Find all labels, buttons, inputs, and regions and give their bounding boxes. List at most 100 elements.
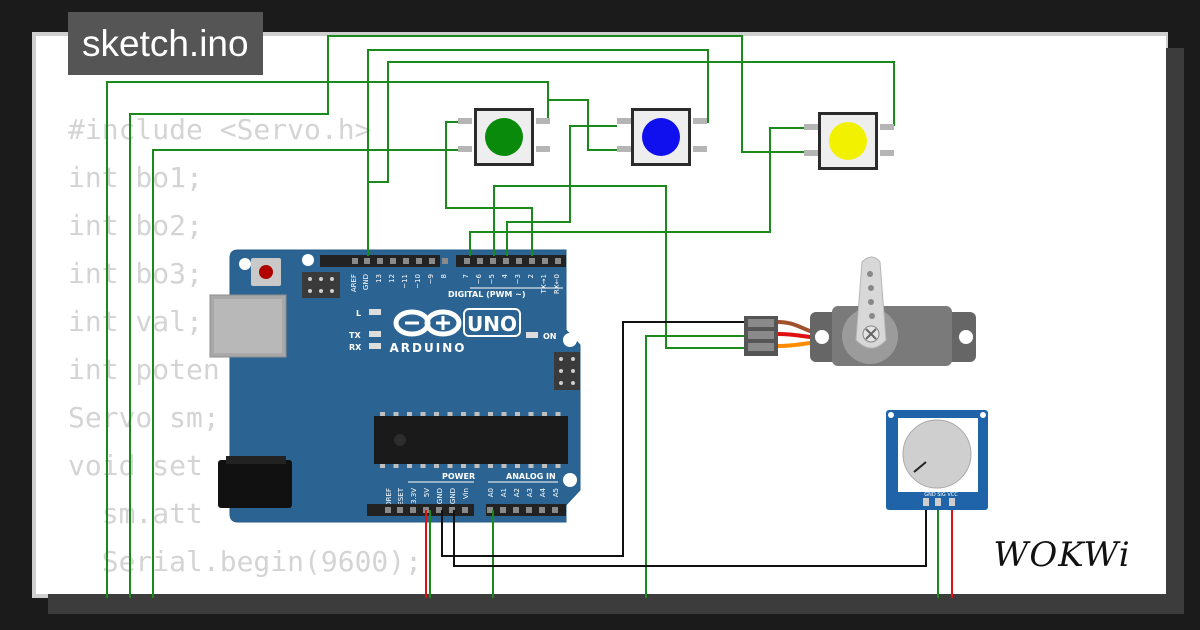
- chip-leg: [447, 464, 453, 468]
- led-on: [526, 332, 538, 338]
- led-on-label: ON: [543, 332, 557, 341]
- pin-label: 2: [527, 274, 535, 278]
- pin-label: A1: [500, 488, 508, 497]
- pin-label: AREF: [350, 274, 358, 292]
- pin-label: GND: [449, 488, 457, 504]
- chip-leg: [380, 412, 385, 416]
- chip-leg: [407, 464, 412, 468]
- chip-leg: [420, 412, 426, 416]
- header-pin[interactable]: [490, 258, 496, 264]
- header-pin[interactable]: [513, 507, 519, 513]
- pin-label: 8: [440, 274, 448, 278]
- pot-knob-indicator: [913, 461, 927, 473]
- potentiometer[interactable]: GND SIG VCC: [886, 410, 988, 510]
- header-pin[interactable]: [462, 507, 468, 513]
- header-pin[interactable]: [436, 507, 442, 513]
- pin-label: ~5: [488, 274, 496, 284]
- led-tx: [369, 331, 381, 337]
- pin-label: RESET: [397, 487, 405, 510]
- code-line: int bo2;: [68, 209, 203, 242]
- chip-leg: [461, 412, 466, 416]
- header-pin[interactable]: [403, 258, 409, 264]
- header-pin[interactable]: [539, 507, 545, 513]
- header-pin[interactable]: [385, 507, 391, 513]
- pin-label: GND: [362, 274, 370, 290]
- wire: [368, 61, 895, 183]
- header-pin[interactable]: [442, 258, 448, 264]
- header-pin[interactable]: [529, 258, 535, 264]
- mounting-hole: [563, 473, 577, 487]
- digital-header-right: [456, 255, 566, 267]
- header-pin[interactable]: [352, 258, 358, 264]
- header-pin[interactable]: [503, 258, 509, 264]
- led-tx-label: TX: [349, 331, 361, 340]
- header-pin[interactable]: [477, 258, 483, 264]
- pin-label: 5V: [423, 488, 431, 497]
- header-pin[interactable]: [449, 507, 455, 513]
- code-line: int bo1;: [68, 161, 203, 194]
- header-pin[interactable]: [464, 258, 470, 264]
- header-pin[interactable]: [487, 507, 493, 513]
- code-line: Serial.begin(9600);: [68, 545, 423, 578]
- board-model: UNO: [467, 312, 517, 336]
- header-pin[interactable]: [397, 507, 403, 513]
- pin-label: 4: [501, 273, 509, 278]
- pin-label: 13: [375, 274, 383, 283]
- reset-button-cap: [259, 265, 273, 279]
- header-pin[interactable]: [410, 507, 416, 513]
- sketch-title[interactable]: sketch.ino: [68, 12, 263, 75]
- pin-label: A0: [487, 488, 495, 497]
- led-rx-label: RX: [349, 343, 362, 352]
- servo-motor[interactable]: [744, 256, 976, 366]
- chip-leg: [501, 464, 507, 468]
- header-pin[interactable]: [542, 258, 548, 264]
- wire: [441, 321, 746, 557]
- chip-leg: [461, 464, 466, 468]
- chip-leg: [555, 464, 561, 468]
- chip-leg: [474, 412, 480, 416]
- chip-leg: [474, 464, 480, 468]
- led-l-label: L: [356, 309, 361, 318]
- pin-label: ~9: [427, 274, 435, 284]
- header-pin[interactable]: [526, 507, 532, 513]
- pin-label: ~10: [414, 274, 422, 289]
- pin-label: A2: [513, 488, 521, 497]
- wire: [645, 335, 746, 598]
- chip-leg: [393, 464, 399, 468]
- header-pin[interactable]: [552, 507, 558, 513]
- power-jack: [218, 460, 292, 508]
- header-pin[interactable]: [377, 258, 383, 264]
- pin-label: IOREF: [385, 488, 393, 509]
- wire: [367, 49, 709, 256]
- digital-header-label: DIGITAL (PWM ~): [448, 290, 526, 299]
- chip-leg: [488, 464, 493, 468]
- wire: [493, 185, 746, 349]
- header-pin[interactable]: [500, 507, 506, 513]
- pot-knob[interactable]: [902, 419, 972, 489]
- header-pin[interactable]: [416, 258, 422, 264]
- pin-label: ~3: [514, 274, 522, 284]
- pin-label: GND: [436, 488, 444, 504]
- pin-label: 12: [388, 274, 396, 283]
- uno-badge: [463, 308, 521, 337]
- chip-leg: [542, 464, 547, 468]
- chip-leg: [380, 464, 385, 468]
- pushbutton-blue[interactable]: [617, 108, 707, 166]
- pushbutton-green[interactable]: [458, 108, 550, 166]
- mounting-hole: [239, 258, 251, 270]
- header-pin[interactable]: [555, 258, 561, 264]
- header-pin[interactable]: [516, 258, 522, 264]
- header-pin[interactable]: [364, 258, 370, 264]
- pin-label: Vin: [462, 488, 470, 499]
- pot-pins-label: GND SIG VCC: [924, 492, 958, 498]
- pushbutton-yellow[interactable]: [804, 112, 894, 170]
- chip-leg: [528, 464, 534, 468]
- header-pin[interactable]: [429, 258, 435, 264]
- chip-leg: [542, 412, 547, 416]
- header-pin[interactable]: [390, 258, 396, 264]
- chip-leg: [407, 412, 412, 416]
- wire: [453, 498, 927, 567]
- pin-label: TX→1: [540, 274, 548, 294]
